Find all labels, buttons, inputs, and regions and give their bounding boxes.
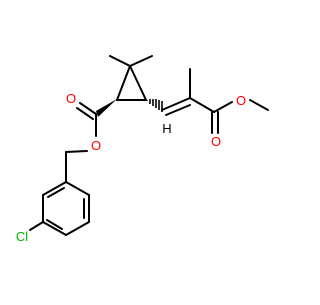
methyl-bond-left xyxy=(109,55,131,67)
atom-o-carbonyl-left: O xyxy=(66,91,76,106)
bond-aryl-cl xyxy=(29,221,44,231)
benzene-inner-3 xyxy=(47,187,65,198)
bond-alkene-carbonyl xyxy=(189,97,215,113)
atom-o-ester-left: O xyxy=(91,138,101,153)
hash-bond-right xyxy=(146,99,163,112)
bond-layer xyxy=(29,55,269,236)
benzene-bond-1 xyxy=(65,181,90,196)
bond-ester-o-methyl xyxy=(249,99,269,111)
bond-vinyl-ch-alkene xyxy=(161,97,191,111)
atom-o-ester-right: O xyxy=(236,93,246,108)
bond-carbonyl-ester-o-right xyxy=(213,101,233,113)
benzene-bond-3 xyxy=(65,221,90,236)
atom-h-vinyl: H xyxy=(162,121,171,136)
molecule-canvas: O O O O H Cl xyxy=(16,55,269,244)
benzene-bond-4 xyxy=(42,221,67,236)
benzene-inner-2 xyxy=(46,219,63,230)
benzene-bond-6 xyxy=(42,181,67,196)
bond-ester-o-ch2 xyxy=(65,150,88,153)
ring-bond-c1-c2 xyxy=(116,65,131,101)
ring-bond-c2-c3 xyxy=(129,65,147,101)
molecule-structure: O O O O H Cl xyxy=(16,55,269,244)
carbonyl-double-bond-left-a xyxy=(79,102,97,115)
wedge-bond-left xyxy=(96,99,117,117)
carbonyl-double-bond-left-b xyxy=(76,107,94,120)
atom-o-carbonyl-right: O xyxy=(211,134,221,149)
atom-cl: Cl xyxy=(16,229,28,244)
bond-vinyl-double-inner xyxy=(165,104,191,116)
atom-labels: O O O O H Cl xyxy=(16,91,246,244)
methyl-bond-right xyxy=(129,55,153,67)
